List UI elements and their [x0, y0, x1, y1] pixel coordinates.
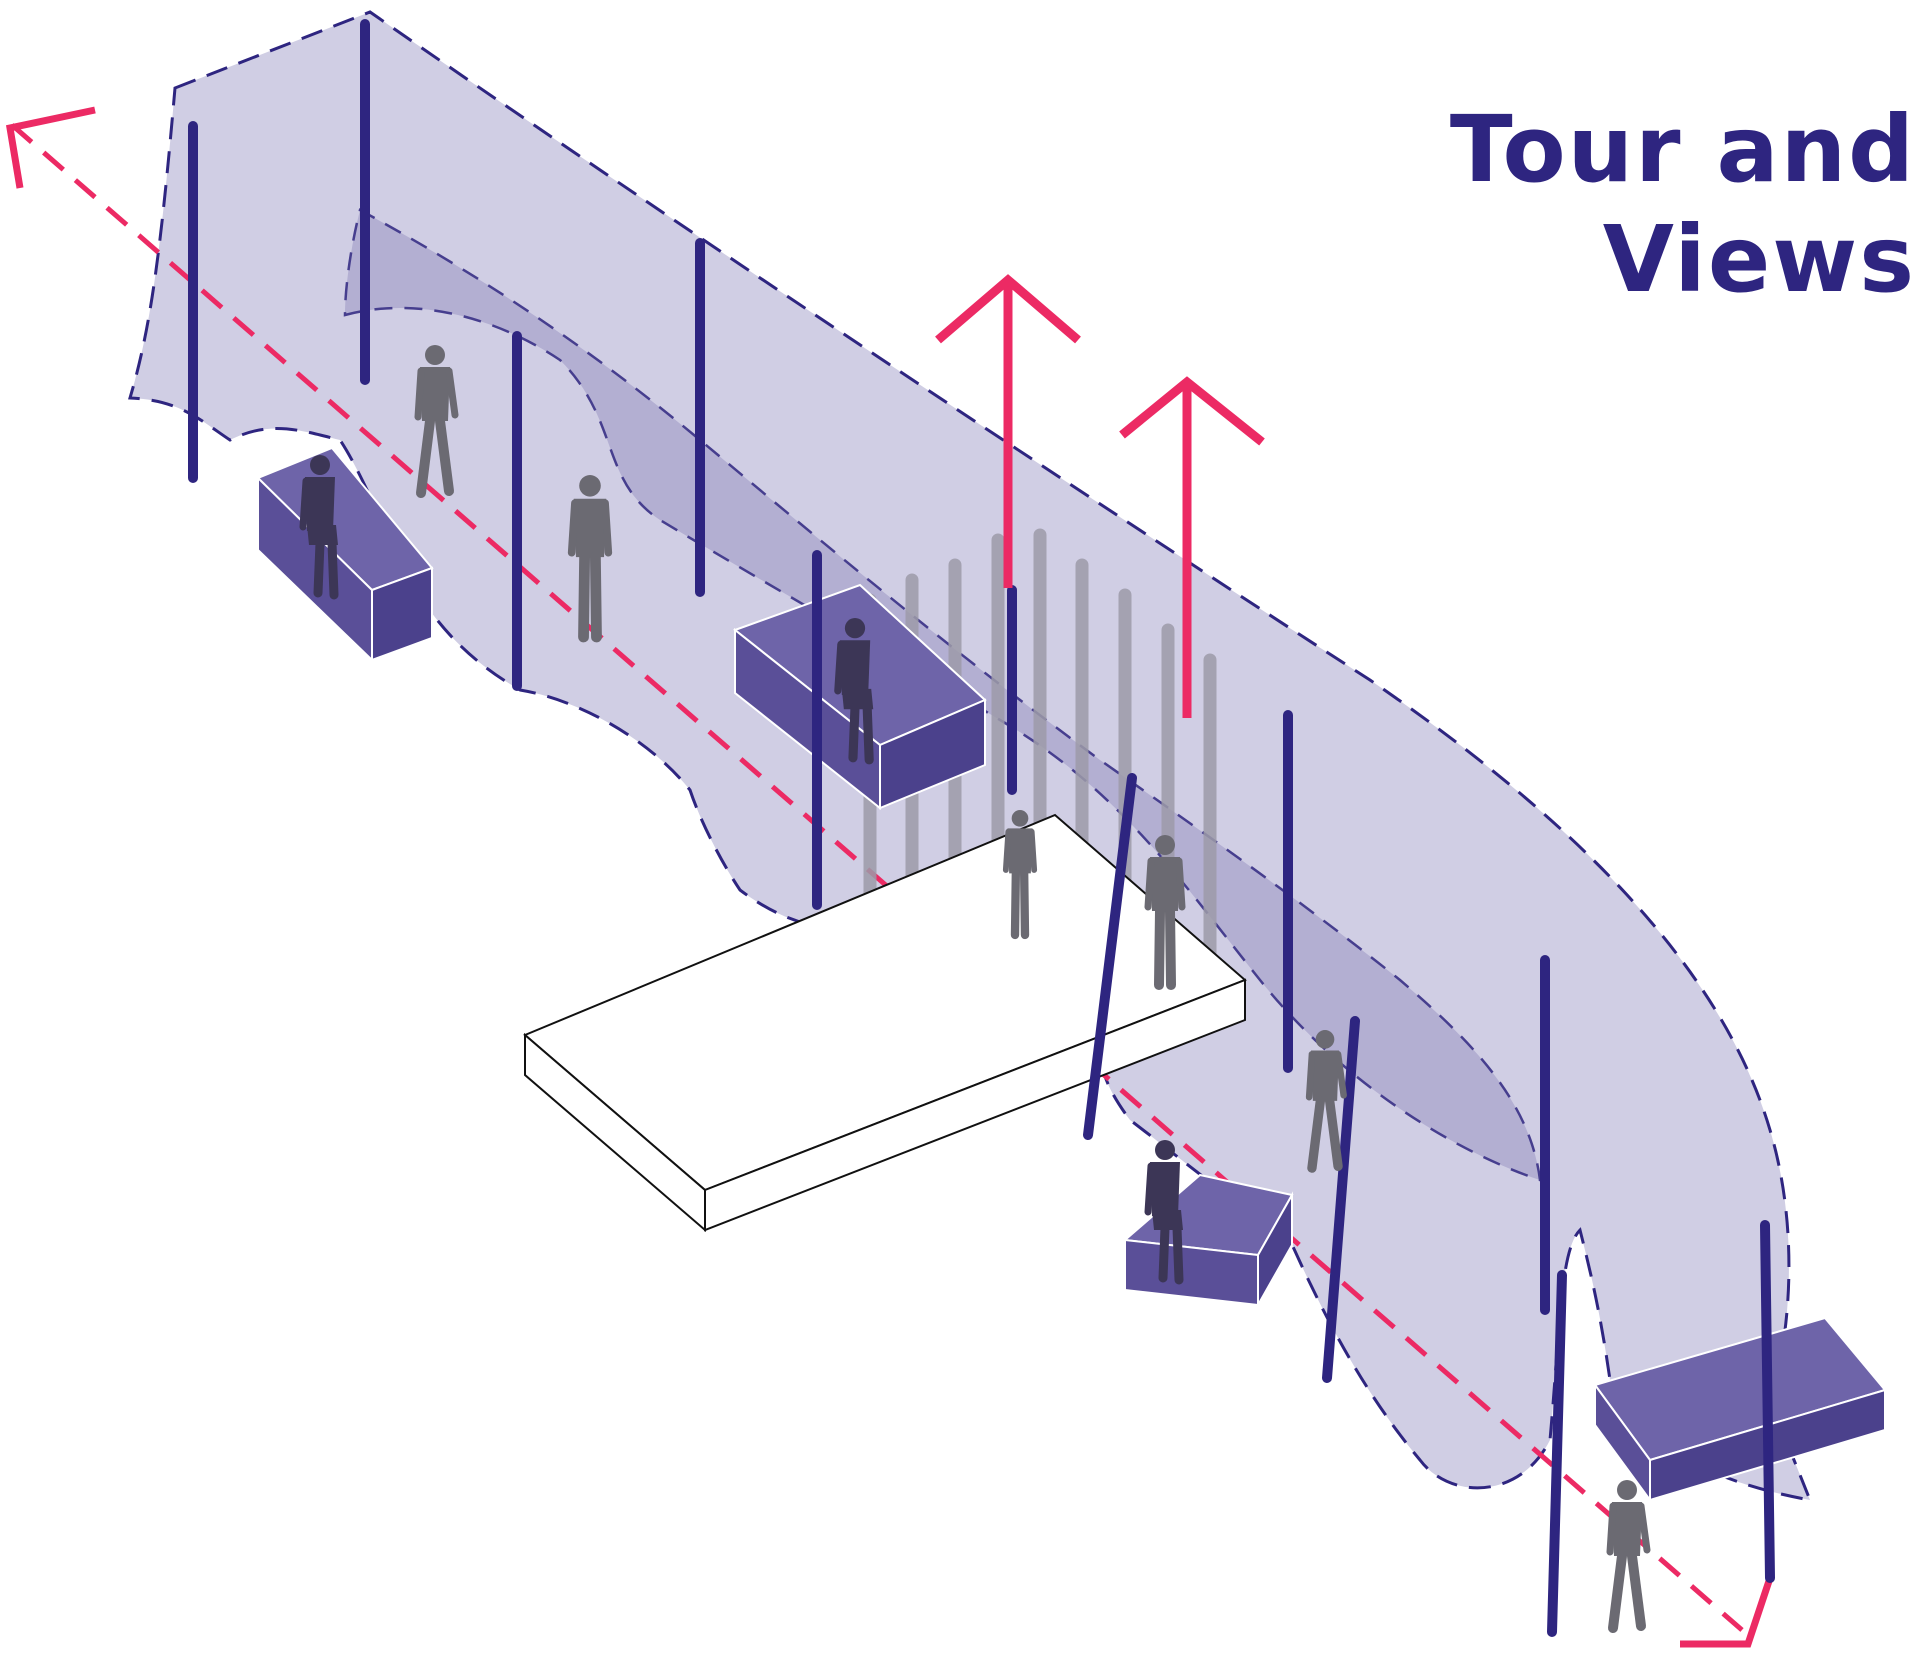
view-arrow-2-up-arrow-icon	[1119, 376, 1265, 718]
person-silhouette-icon	[1144, 835, 1186, 990]
bench-end	[371, 566, 433, 662]
person-silhouette-icon	[1606, 1480, 1651, 1633]
view-arrows	[935, 274, 1265, 718]
post	[1083, 773, 1137, 1140]
post	[1547, 1270, 1567, 1637]
route-dashed-path	[10, 123, 1744, 1632]
title-line-1: Tour and	[1449, 96, 1916, 203]
person-silhouette-icon	[1144, 1140, 1184, 1285]
posts	[188, 19, 1775, 1637]
route-start-chevron-icon	[5, 106, 96, 189]
person-silhouette-icon	[1305, 1030, 1347, 1173]
person-silhouette-icon	[414, 345, 459, 498]
bench-end	[879, 698, 986, 810]
person-silhouette-icon	[834, 618, 874, 765]
person-silhouette-icon	[567, 475, 613, 643]
person-silhouette-icon	[1002, 810, 1038, 940]
route-end-chevron-icon	[1680, 1576, 1774, 1648]
bench-end	[1257, 1191, 1293, 1309]
people	[299, 345, 1651, 1633]
title-line-2: Views	[1602, 206, 1916, 313]
canopy-fold-shade	[343, 208, 1542, 1182]
stage-platform-side	[704, 978, 1246, 1232]
stage-platform	[523, 813, 1247, 1233]
post	[1322, 1016, 1360, 1383]
view-arrow-1-up-arrow-icon	[935, 274, 1081, 588]
person-silhouette-icon	[299, 455, 339, 600]
post	[1760, 1220, 1775, 1583]
route	[5, 106, 1774, 1648]
